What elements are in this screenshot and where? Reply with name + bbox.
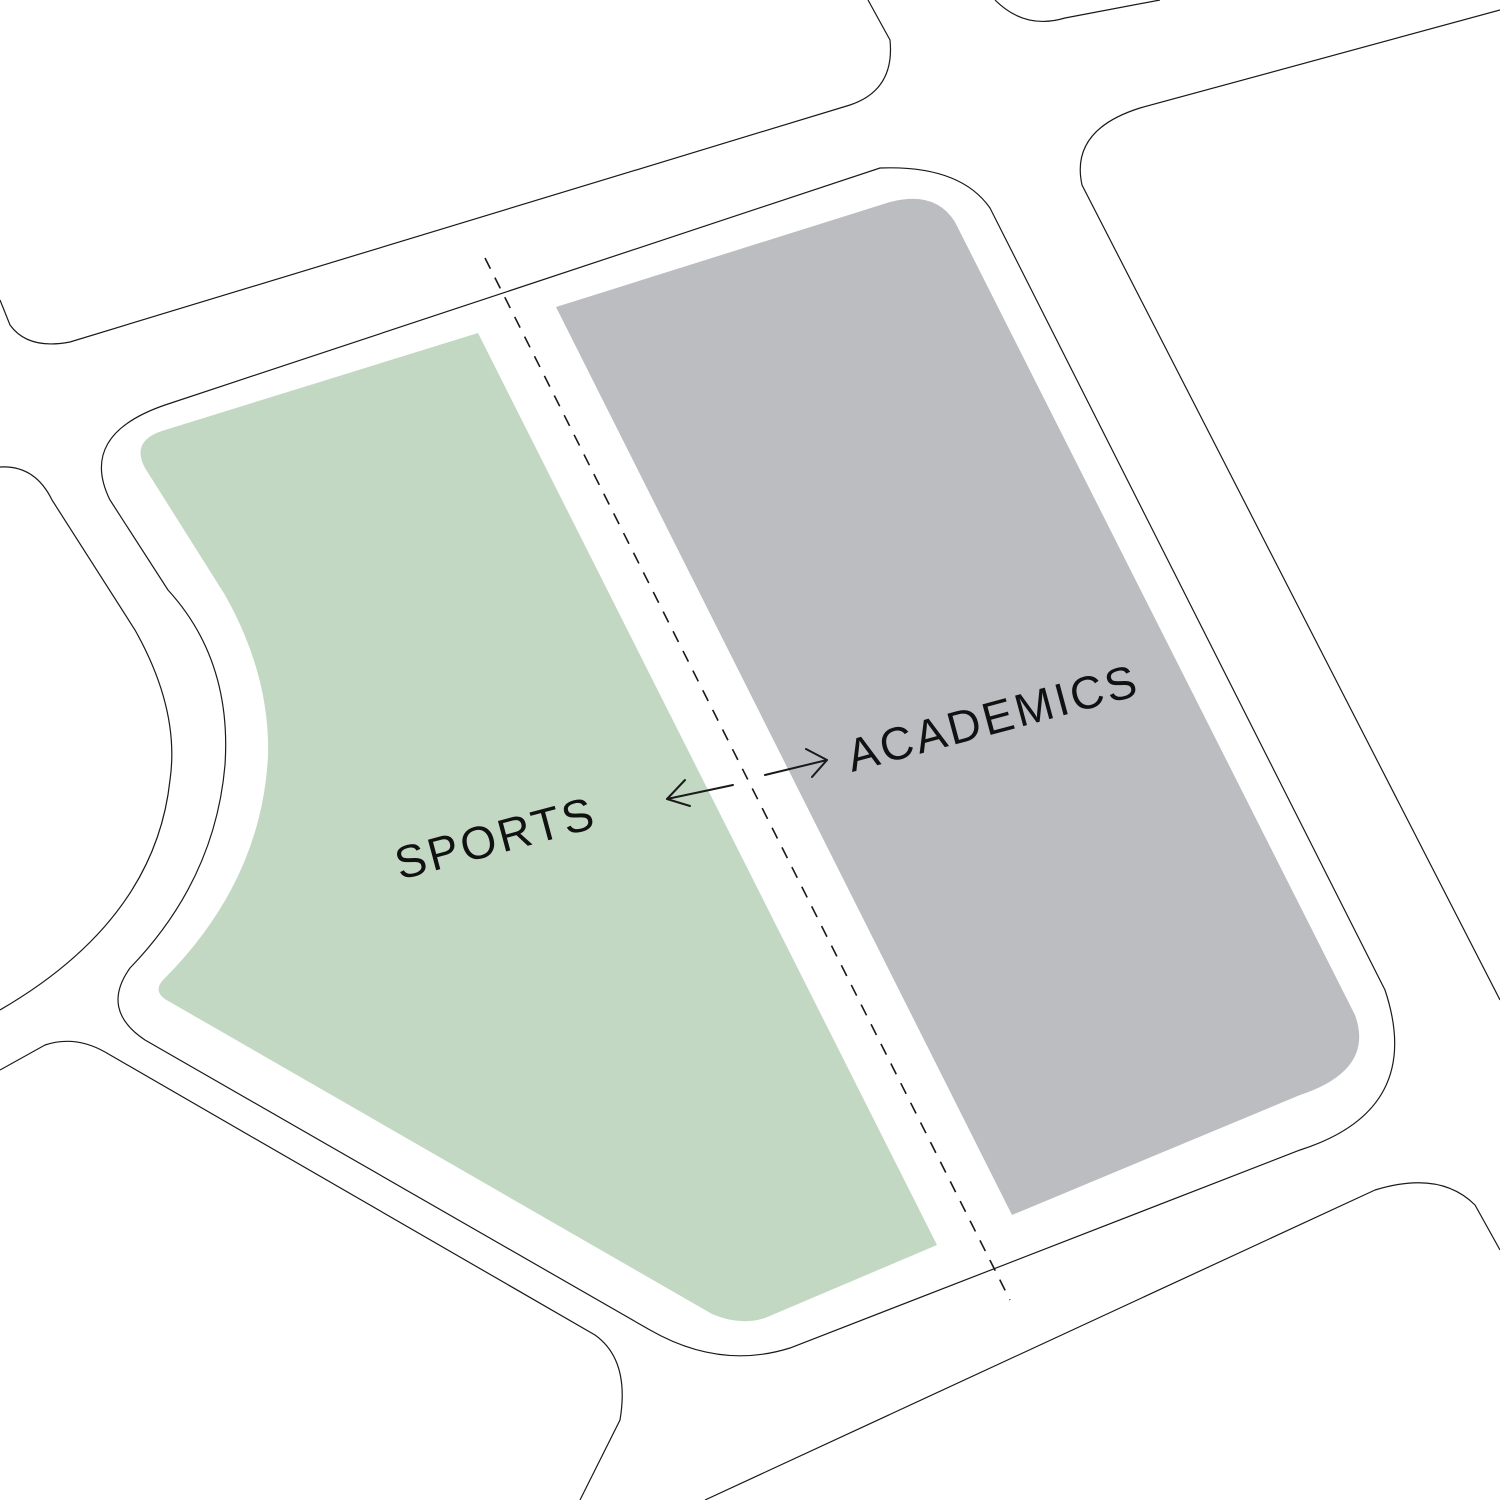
block-left-middle: [0, 466, 173, 1011]
zone-divider-dashed-line: [484, 257, 1011, 1301]
connection-arrow-icon: [666, 748, 828, 807]
sports-zone: [140, 333, 937, 1322]
block-bottom-left: [0, 1040, 623, 1500]
block-right: [1079, 9, 1500, 1001]
arrow-head-left: [666, 779, 691, 807]
site-boundary: [100, 167, 1396, 1357]
block-top-sliver: [994, 0, 1161, 22]
arrow-shaft-left: [666, 784, 734, 800]
arrow-head-right: [805, 748, 828, 778]
academics-zone: [556, 198, 1360, 1215]
block-bottom-right: [704, 1182, 1500, 1500]
block-top-left: [0, 0, 892, 345]
arrow-shaft-right: [764, 759, 828, 776]
